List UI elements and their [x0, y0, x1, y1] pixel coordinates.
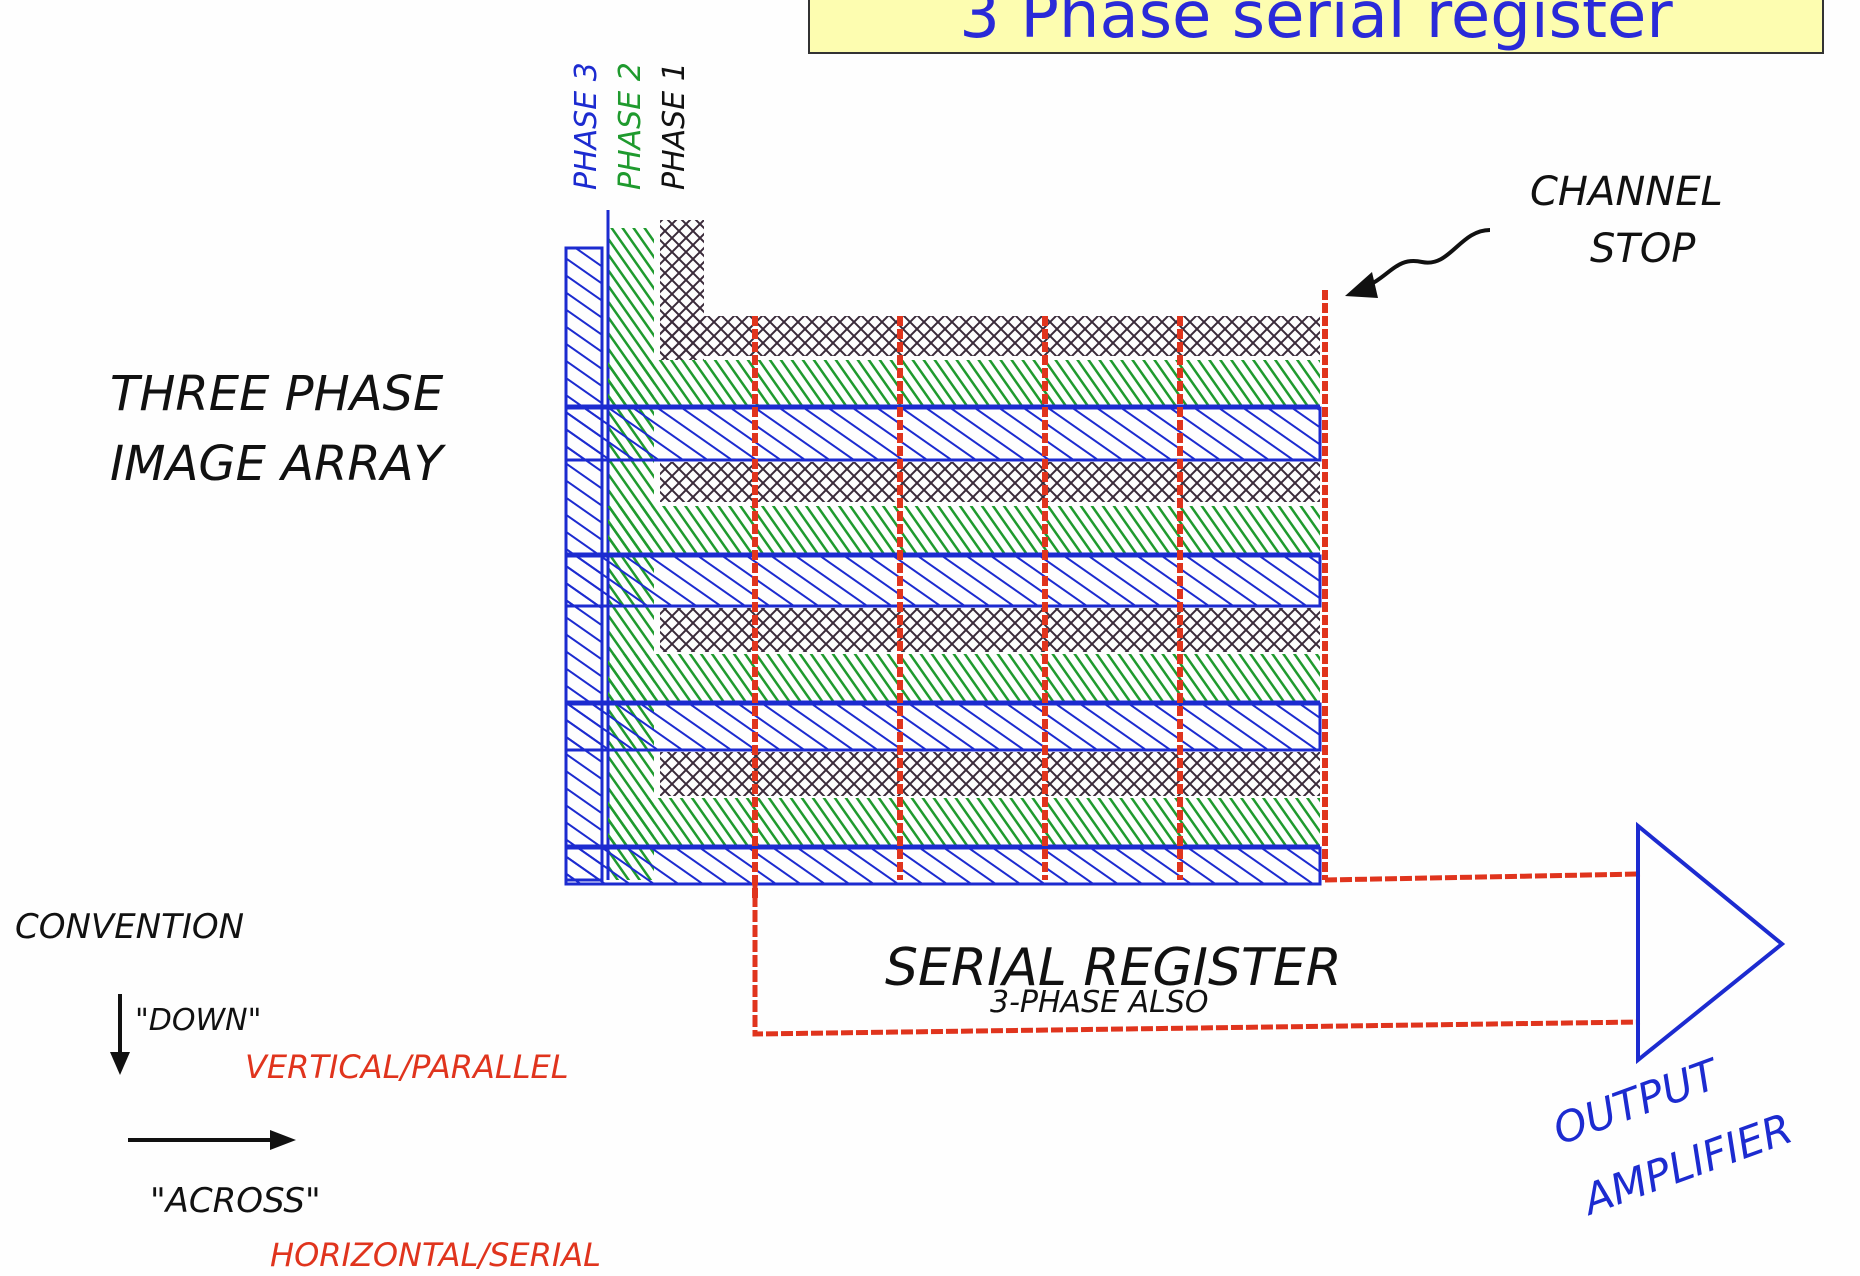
page-title: 3 Phase serial register	[959, 0, 1673, 53]
band-phase3	[564, 554, 1322, 608]
band-phase2	[608, 798, 1320, 846]
horizontal-serial-label: HORIZONTAL/SERIAL	[270, 1236, 601, 1274]
channel-stop-label-2: STOP	[1590, 226, 1696, 272]
band-phase1	[660, 608, 1320, 652]
band-phase1	[660, 752, 1320, 796]
phase1-label: PHASE 1	[657, 62, 692, 190]
serial-register	[752, 871, 1641, 1037]
phase3-label: PHASE 3	[569, 62, 604, 190]
band-phase1	[660, 462, 1320, 502]
serial-register-sublabel: 3-PHASE ALSO	[990, 985, 1209, 1020]
output-amplifier-icon	[1636, 821, 1786, 1065]
band-phase3	[564, 846, 1322, 886]
convention-label: CONVENTION	[15, 907, 244, 947]
across-arrow-icon	[270, 1130, 296, 1150]
band-phase1	[660, 316, 1320, 356]
image-array	[564, 290, 1328, 900]
band-phase2	[608, 360, 1320, 406]
phase2-label: PHASE 2	[613, 62, 648, 190]
channel-stop-label-1: CHANNEL	[1530, 169, 1723, 215]
band-phase3	[564, 406, 1322, 462]
vertical-parallel-label: VERTICAL/PARALLEL	[245, 1048, 569, 1086]
channel-stop-arrowhead-icon	[1345, 272, 1378, 298]
image-array-label-2: IMAGE ARRAY	[110, 436, 447, 492]
band-phase3	[564, 702, 1322, 752]
image-array-label-1: THREE PHASE	[110, 366, 444, 422]
band-phase2	[608, 654, 1320, 702]
down-arrow-icon	[110, 1052, 130, 1075]
channel-stop-arrow	[1361, 228, 1491, 290]
down-label: "DOWN"	[135, 1003, 261, 1038]
across-label: "ACROSS"	[150, 1181, 321, 1221]
serial-register-label: SERIAL REGISTER	[885, 938, 1342, 998]
title-box: 3 Phase serial register	[808, 0, 1824, 54]
band-phase2	[608, 506, 1320, 554]
